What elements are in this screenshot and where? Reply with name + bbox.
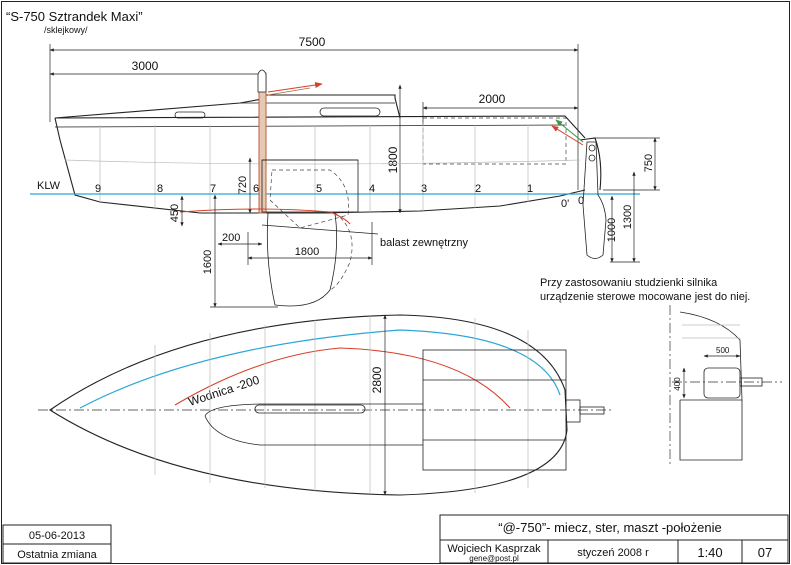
- rudder-total-label: 1300: [622, 205, 634, 229]
- station-grid: [64, 125, 581, 213]
- loa-label: 7500: [299, 35, 326, 49]
- sheet-number: 07: [758, 545, 772, 560]
- author-name: Wojciech Kasprzak: [447, 543, 541, 555]
- cabin-outline: [204, 403, 423, 417]
- hull-profile: [54, 117, 586, 214]
- station-number: 2: [475, 183, 481, 195]
- rudder-blade: [582, 141, 607, 259]
- plan-view: Wodnica -200 2800: [38, 314, 612, 496]
- centreboard-lowered: [266, 212, 338, 307]
- offset-label: 200: [222, 232, 240, 244]
- drawing-title: “@-750”- miecz, ster, maszt -położenie: [498, 520, 721, 535]
- cabin-window: [319, 107, 381, 117]
- rudder-pintle: [588, 144, 596, 152]
- ballast-leader: [261, 224, 379, 235]
- sheer-line: [54, 124, 566, 128]
- revision-date: 05-06-2013: [29, 530, 85, 542]
- drawn-date: styczeń 2008 r: [577, 547, 649, 559]
- motor-well: [703, 367, 741, 399]
- rudder-head-plan: [565, 399, 581, 423]
- centreboard-raised: [269, 169, 349, 229]
- well-depth-label: 400: [673, 377, 682, 391]
- detail-tiller: [739, 377, 763, 387]
- station-number: 4: [369, 183, 375, 195]
- station-number: 0': [561, 198, 569, 210]
- mast-stay: [267, 87, 311, 96]
- side-view: 7500 3000 2000 1800: [30, 35, 660, 308]
- station-number: 9: [95, 183, 101, 195]
- cockpit-label: 2000: [479, 92, 506, 106]
- rudder-pintle: [588, 154, 596, 162]
- detail-outline: [679, 311, 743, 401]
- drawing-name: “S-750 Sztrandek Maxi”: [6, 9, 143, 24]
- well-width-label: 500: [716, 346, 730, 355]
- centreboard-swing: [329, 212, 353, 291]
- tiller-green: [555, 119, 584, 143]
- note-line-1: Przy zastosowaniu studzienki silnika: [540, 277, 718, 289]
- ballast-length-label: 1800: [295, 246, 319, 258]
- mast-tilt-arrow: [267, 81, 323, 93]
- motor-well-detail: 500 400: [669, 305, 782, 465]
- drawing-scale: 1:40: [697, 545, 722, 560]
- last-change-label: Ostatnia zmiana: [17, 549, 97, 561]
- station-number: 1: [527, 183, 533, 195]
- mast-head-fitting: [257, 69, 267, 93]
- ballast-depth-label: 450: [169, 204, 181, 222]
- drawing-subtitle: /sklejkowy/: [44, 25, 88, 35]
- title-block: 05-06-2013 Ostatnia zmiana “@-750”- miec…: [2, 514, 789, 564]
- transom-height-label: 750: [643, 154, 655, 172]
- waterline-200-label: Wodnica -200: [187, 373, 262, 409]
- mast: [258, 72, 267, 214]
- keel-ballast-red: [179, 208, 351, 225]
- station-number: 7: [210, 183, 216, 195]
- cabin-roof: [54, 94, 401, 119]
- tiller-red: [551, 125, 584, 146]
- waterline-label: KLW: [37, 180, 61, 192]
- station-number: 6: [253, 183, 259, 195]
- rudder-depth-label: 1000: [606, 218, 618, 242]
- station-number: 5: [316, 183, 322, 195]
- waterline-200: [174, 347, 511, 409]
- station-number: 0: [578, 195, 584, 207]
- beam-label: 2800: [370, 366, 384, 393]
- height-label: 1800: [386, 146, 400, 173]
- note-line-2: urządzenie sterowe mocowane jest do niej…: [540, 291, 750, 303]
- hatch: [254, 404, 366, 414]
- station-number: 3: [421, 183, 427, 195]
- author-email: gene@post.pl: [469, 554, 519, 563]
- deck-line: [54, 115, 586, 139]
- centreboard-case: [261, 159, 359, 213]
- cockpit-well: [422, 117, 567, 165]
- draft-label: 1600: [202, 250, 214, 274]
- title-box: [439, 514, 789, 564]
- mast-position-label: 3000: [132, 59, 159, 73]
- cabin-outline: [204, 415, 423, 446]
- tiller-plan: [579, 406, 605, 415]
- waterline-plan: [79, 329, 561, 409]
- case-height-label: 720: [237, 176, 249, 194]
- chine-line: [64, 159, 581, 165]
- detail-outline: [679, 400, 743, 461]
- station-number: 8: [157, 183, 163, 195]
- ballast-label: balast zewnętrzny: [380, 237, 469, 249]
